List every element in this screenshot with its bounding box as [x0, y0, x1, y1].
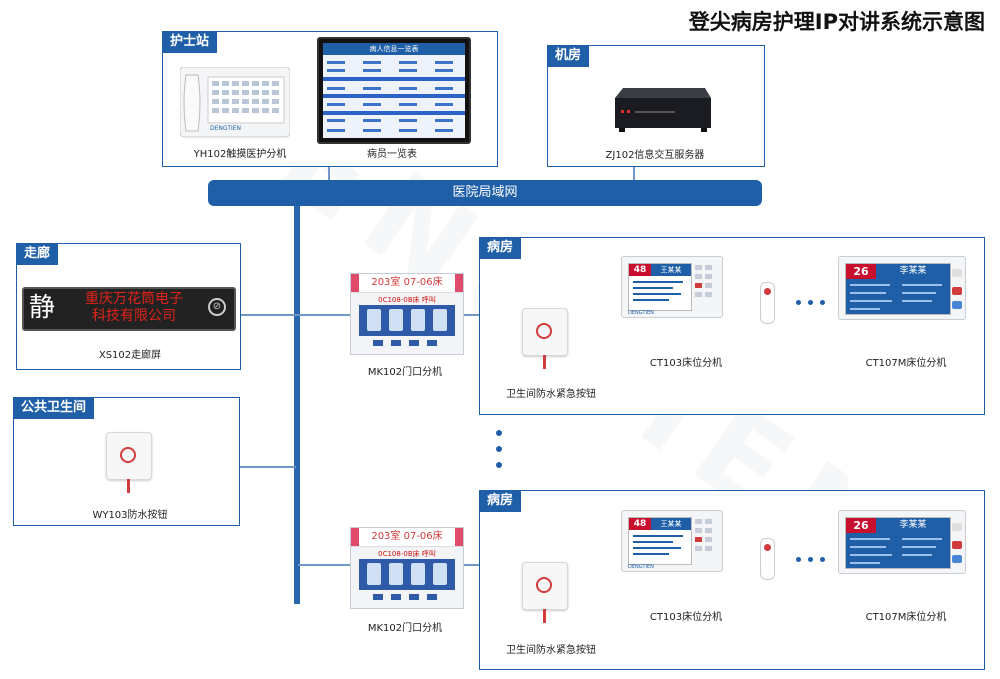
master-station-brand: DENGTIEN — [210, 125, 242, 132]
bed-unit-screen: 48 王某某 — [628, 517, 692, 565]
bed-unit-screen: 48 王某某 — [628, 263, 692, 311]
wide-bed-unit-label: CT107M床位分机 — [865, 612, 947, 623]
public-toilet-tab: 公共卫生间 — [13, 397, 95, 419]
bed-unit-brand: DENGTIEN — [628, 310, 654, 316]
backbone-line — [294, 204, 300, 604]
emergency-button-device — [522, 562, 568, 623]
door-unit-screen: 0C108-0B床 呼叫 — [359, 296, 455, 336]
call-button-icon — [120, 447, 136, 463]
bed-number: 26 — [846, 518, 876, 533]
bed-unit-brand: DENGTIEN — [628, 564, 654, 570]
machine-room-link — [633, 166, 635, 182]
ward-tab: 病房 — [479, 237, 522, 259]
patient-list-label: 病员一览表 — [367, 149, 417, 160]
bed-unit-device: 48 王某某 DENGTIEN — [621, 510, 723, 572]
bed-unit-label: CT103床位分机 — [649, 358, 723, 369]
call-button-icon — [536, 323, 552, 339]
touch-master-station-label: YH102触摸医护分机 — [193, 149, 287, 160]
door-unit-device: 203室 07-06床 0C108-0B床 呼叫 — [350, 527, 464, 609]
bed-number: 48 — [629, 518, 651, 530]
waterproof-button-device — [106, 432, 152, 493]
pull-cord — [543, 609, 546, 623]
bed-number: 26 — [846, 264, 876, 279]
patient-name: 王某某 — [651, 518, 691, 530]
ward-tab: 病房 — [479, 490, 522, 512]
diagram-title: 登尖病房护理IP对讲系统示意图 — [688, 10, 985, 34]
patient-list-divider — [323, 77, 465, 81]
pull-cord — [543, 355, 546, 369]
server-icon — [615, 88, 711, 132]
bed-unit-label: CT103床位分机 — [649, 612, 723, 623]
door-unit-header: 203室 07-06床 — [351, 528, 463, 547]
remote-call-icon — [764, 288, 771, 295]
emergency-button-label: 卫生间防水紧急按钮 — [506, 389, 596, 400]
wide-bed-unit-screen: 26 李某某 — [845, 517, 951, 569]
nurse-station-link — [328, 166, 330, 182]
pull-cord — [127, 479, 130, 493]
machine-room-tab: 机房 — [547, 45, 590, 67]
bed-unit-device: 48 王某某 DENGTIEN — [621, 256, 723, 318]
led-line-1: 重庆万花筒电子 — [85, 291, 183, 307]
patient-list-monitor: 病人信息一览表 — [317, 37, 471, 144]
led-quiet-char: 静 — [28, 293, 55, 323]
door-unit-screen-header: 0C108-0B床 呼叫 — [359, 550, 455, 559]
patient-name: 李某某 — [876, 518, 950, 533]
emergency-button-device — [522, 308, 568, 369]
wide-bed-unit-screen: 26 李某某 — [845, 263, 951, 315]
wide-bed-unit-device: 26 李某某 — [838, 510, 966, 574]
server-device — [609, 84, 712, 136]
toilet-link — [238, 466, 296, 468]
patient-name: 李某某 — [876, 264, 950, 279]
no-smoking-icon: ⊘ — [208, 298, 226, 316]
patient-list-header: 病人信息一览表 — [323, 43, 465, 55]
patient-name: 王某某 — [651, 264, 691, 276]
door-unit-screen: 0C108-0B床 呼叫 — [359, 550, 455, 590]
corridor-led-screen: 静 重庆万花筒电子 科技有限公司 ⊘ — [22, 287, 236, 331]
door-unit-label: MK102门口分机 — [367, 623, 443, 634]
patient-list-divider — [323, 111, 465, 115]
handheld-call-remote — [760, 282, 775, 324]
led-line-2: 科技有限公司 — [92, 308, 176, 324]
nurse-station-tab: 护士站 — [162, 31, 218, 53]
led-scroll-text: 重庆万花筒电子 科技有限公司 — [64, 291, 204, 325]
door-unit-header: 203室 07-06床 — [351, 274, 463, 293]
hospital-lan-bus: 医院局域网 — [208, 180, 762, 206]
wide-bed-unit-device: 26 李某某 — [838, 256, 966, 320]
door-unit-device: 203室 07-06床 0C108-0B床 呼叫 — [350, 273, 464, 355]
door-unit-label: MK102门口分机 — [367, 367, 443, 378]
waterproof-button-label: WY103防水按钮 — [92, 510, 168, 521]
door-unit-screen-header: 0C108-0B床 呼叫 — [359, 296, 455, 305]
call-button-icon — [536, 577, 552, 593]
patient-list-divider — [323, 94, 465, 98]
remote-call-icon — [764, 544, 771, 551]
handheld-call-remote — [760, 538, 775, 580]
server-label: ZJ102信息交互服务器 — [605, 150, 705, 161]
corridor-screen-label: XS102走廊屏 — [98, 350, 162, 361]
corridor-tab: 走廊 — [16, 243, 59, 265]
bed-number: 48 — [629, 264, 651, 276]
wide-bed-unit-label: CT107M床位分机 — [865, 358, 947, 369]
emergency-button-label: 卫生间防水紧急按钮 — [506, 645, 596, 656]
touch-master-station-device: DENGTIEN — [179, 66, 291, 139]
